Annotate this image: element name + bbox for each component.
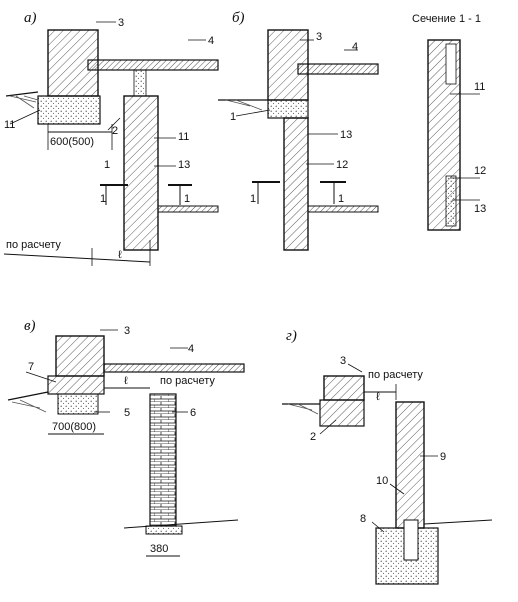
section-1-right: 1 (184, 193, 190, 205)
label-2: 2 (310, 431, 316, 443)
panel-label-a: а) (24, 10, 37, 26)
label-12: 12 (474, 165, 486, 177)
grillage-block-3 (55, 335, 105, 377)
dim-600: 600(500) (50, 136, 94, 148)
floor-slab-4 (103, 363, 245, 373)
label-5: 5 (124, 407, 130, 419)
label-11: 11 (474, 81, 485, 93)
dim-raschet-v: по расчету (160, 375, 215, 387)
label-8: 8 (360, 513, 366, 525)
dim-ell-a: ℓ (118, 249, 122, 261)
label-ell: ℓ (124, 375, 128, 387)
label-9: 9 (440, 451, 446, 463)
dim-raschet-a: по расчету (6, 239, 61, 251)
grillage-block-3 (323, 375, 365, 401)
detail-b: б) 3 4 1 13 12 1 1 (218, 10, 379, 251)
detail-g: г) 3 по расчету ℓ 2 9 10 8 (282, 328, 493, 585)
ground-line-right (423, 519, 493, 525)
dim-line-raschet (3, 253, 151, 263)
detail-v: в) 3 4 7 ℓ по расчету 5 6 700(800) 380 (7, 318, 245, 557)
label-3: 3 (124, 325, 130, 337)
section-1-left: 1 (100, 193, 106, 205)
floor-slab-4 (87, 59, 219, 71)
wall-footing (145, 525, 183, 535)
retaining-wall (283, 117, 309, 251)
grillage-base-7 (47, 375, 105, 395)
label-1: 1 (230, 111, 236, 123)
label-13: 13 (340, 129, 352, 141)
label-3: 3 (316, 31, 322, 43)
soil-hatch (9, 95, 39, 109)
ground-slab (307, 205, 379, 213)
floor-slab-4 (297, 63, 379, 75)
label-13: 13 (178, 159, 190, 171)
section-1-right: 1 (338, 193, 344, 205)
label-4: 4 (188, 343, 194, 355)
label-11-left: 11 (4, 119, 15, 131)
label-1: 1 (104, 159, 110, 171)
ground-line (7, 391, 49, 401)
label-3: 3 (340, 355, 346, 367)
column-support (133, 69, 147, 97)
ground-slab (157, 205, 219, 213)
section-title: Сечение 1 - 1 (412, 13, 481, 25)
wall-panel-9 (395, 401, 425, 529)
label-6: 6 (190, 407, 196, 419)
dim-700: 700(800) (52, 421, 96, 433)
label-13: 13 (474, 203, 486, 215)
label-10: 10 (376, 475, 388, 487)
foundation-pad-5 (57, 393, 99, 415)
foundation-pad (37, 95, 101, 125)
detail-a: а) 3 4 11 (3, 10, 219, 266)
section-1-left: 1 (250, 193, 256, 205)
label-2: 2 (112, 125, 118, 137)
label-11-right: 11 (178, 131, 189, 143)
label-4: 4 (352, 41, 358, 53)
label-7: 7 (28, 361, 34, 373)
label-4: 4 (208, 35, 214, 47)
label-12: 12 (336, 159, 348, 171)
dim-380: 380 (150, 543, 168, 555)
socket-slot (403, 519, 419, 561)
brick-wall-6 (149, 393, 177, 527)
label-ell: ℓ (376, 391, 380, 403)
retaining-wall-11 (123, 95, 159, 251)
dim-raschet-g: по расчету (368, 369, 423, 381)
label-3: 3 (118, 17, 124, 29)
ground-line (5, 91, 39, 97)
section-1-1: Сечение 1 - 1 11 12 13 (412, 13, 486, 231)
panel-label-b: б) (232, 10, 245, 26)
ground-line-right (123, 519, 239, 529)
foundation-pad (267, 99, 309, 119)
panel-label-v: в) (24, 318, 36, 334)
panel-label-g: г) (286, 328, 297, 344)
grillage-base-2 (319, 399, 365, 427)
